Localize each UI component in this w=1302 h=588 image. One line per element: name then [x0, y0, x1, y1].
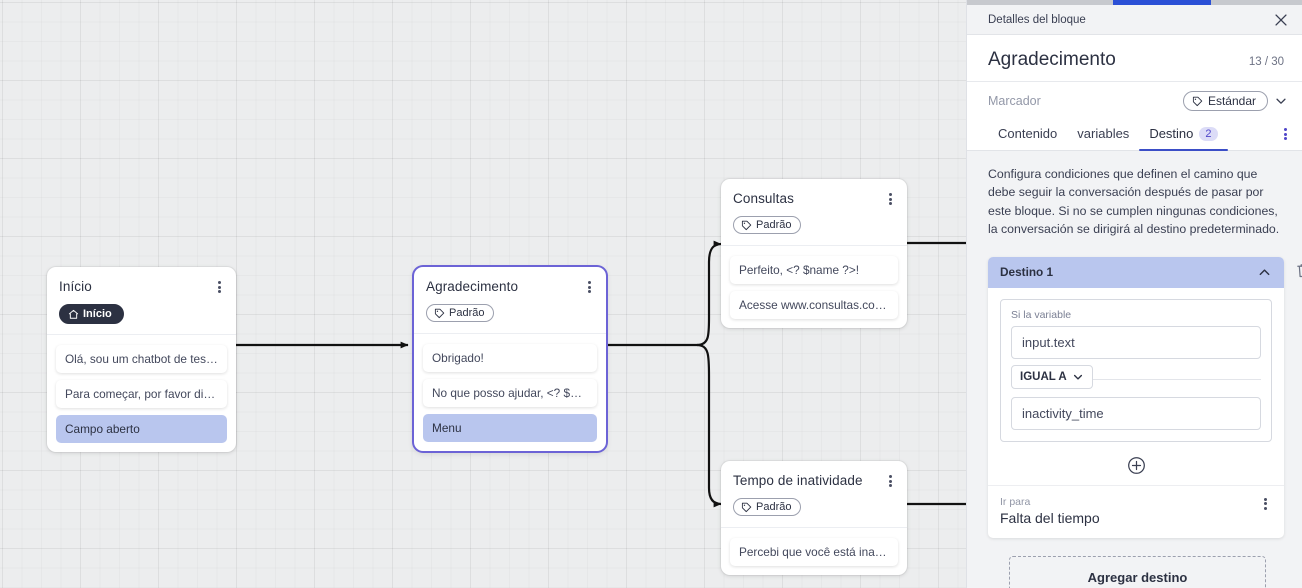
flow-canvas[interactable]: Início Início Olá, sou um chatbot de tes…	[0, 0, 966, 588]
node-header: Início Início	[47, 267, 236, 325]
node-menu-icon[interactable]	[883, 473, 897, 489]
node-row[interactable]: Olá, sou um chatbot de teste!	[56, 344, 227, 373]
node-header: Agradecimento Padrão	[414, 267, 606, 324]
flow-node-consultas[interactable]: Consultas Padrão Perfeito, <? $name ?>! …	[721, 179, 907, 328]
tab-contenido[interactable]: Contenido	[988, 120, 1067, 150]
add-condition-row	[988, 448, 1284, 485]
node-divider	[414, 332, 606, 334]
node-rows: Percebi que você está inativo. C...	[721, 537, 907, 566]
flow-node-tempo-de-inatividade[interactable]: Tempo de inatividade Padrão Percebi que …	[721, 461, 907, 575]
node-badge[interactable]: Padrão	[733, 216, 802, 234]
character-counter: 13 / 30	[1248, 56, 1284, 68]
panel-body-header: Agradecimento 13 / 30 Marcador Estándar	[967, 35, 1302, 151]
flow-node-agradecimento[interactable]: Agradecimento Padrão Obrigado! No que po…	[414, 267, 606, 451]
condition-label: Si la variable	[1011, 308, 1072, 321]
block-details-panel: Detalles del bloque Agradecimento 13 / 3…	[966, 0, 1302, 588]
node-row[interactable]: Campo aberto	[56, 414, 227, 443]
operator-select[interactable]: IGUAL A	[1011, 364, 1093, 389]
node-badge[interactable]: Início	[59, 304, 124, 324]
node-row[interactable]: Acesse www.consultas.com par...	[730, 290, 898, 319]
node-title: Tempo de inatividade	[733, 473, 863, 488]
node-divider	[721, 244, 907, 246]
flow-connectors	[236, 240, 966, 508]
tab-destino[interactable]: Destino 2	[1139, 120, 1228, 151]
goto-section: Ir para Falta del tiempo	[988, 484, 1284, 538]
compare-value-input[interactable]: inactivity_time	[1011, 396, 1261, 430]
operator-row: IGUAL A	[1011, 364, 1261, 393]
goto-menu-icon[interactable]	[1258, 496, 1272, 512]
chevron-up-icon[interactable]	[1257, 265, 1272, 280]
node-row[interactable]: Percebi que você está inativo. C...	[730, 537, 898, 566]
tab-label: variables	[1077, 126, 1130, 141]
progress-bar-fill	[1113, 0, 1211, 5]
node-divider	[721, 526, 907, 528]
tab-label: Contenido	[998, 126, 1058, 141]
chevron-down-icon	[1073, 374, 1082, 380]
condition-box: Si la variable input.text IGUAL A in	[1000, 298, 1272, 442]
node-badge-label: Padrão	[449, 307, 485, 319]
panel-title: Detalles del bloque	[988, 13, 1086, 26]
tab-label: Destino	[1149, 126, 1194, 141]
tag-icon	[1192, 96, 1203, 106]
destination-card-1: Destino 1 Si la variable input.text	[988, 256, 1302, 538]
goto-label: Ir para	[1000, 495, 1031, 508]
node-badge-label: Padrão	[756, 219, 792, 231]
panel-titlebar: Detalles del bloque	[967, 5, 1302, 35]
node-row[interactable]: Para começar, por favor digite o ...	[56, 379, 227, 408]
operator-divider	[1011, 378, 1261, 380]
node-header: Consultas Padrão	[721, 179, 907, 236]
panel-tabs: Contenido variables Destino 2	[967, 120, 1302, 151]
node-menu-icon[interactable]	[582, 279, 596, 295]
node-menu-icon[interactable]	[212, 279, 226, 295]
node-badge[interactable]: Padrão	[733, 498, 802, 516]
node-badge[interactable]: Padrão	[426, 304, 495, 322]
node-menu-icon[interactable]	[883, 191, 897, 207]
node-rows: Olá, sou um chatbot de teste! Para começ…	[47, 344, 236, 443]
block-title-row: Agradecimento 13 / 30	[967, 35, 1302, 82]
node-badge-label: Início	[83, 308, 112, 320]
variable-input[interactable]: input.text	[1011, 325, 1261, 359]
node-row[interactable]: Perfeito, <? $name ?>!	[730, 255, 898, 284]
node-title: Consultas	[733, 191, 794, 206]
node-row[interactable]: Menu	[423, 413, 597, 442]
goto-text: Ir para Falta del tiempo	[1000, 496, 1258, 526]
destination-name: Destino 1	[1000, 265, 1054, 280]
close-icon[interactable]	[1272, 11, 1290, 29]
tab-badge-count: 2	[1199, 126, 1218, 141]
home-icon	[68, 309, 79, 319]
chevron-down-icon[interactable]	[1274, 94, 1288, 108]
node-row[interactable]: Obrigado!	[423, 343, 597, 372]
node-header: Tempo de inatividade Padrão	[721, 461, 907, 518]
condition-wrapper: Si la variable input.text IGUAL A in	[988, 288, 1284, 448]
operator-label: IGUAL A	[1020, 370, 1067, 383]
block-title: Agradecimento	[988, 49, 1116, 70]
flow-node-inicio[interactable]: Início Início Olá, sou um chatbot de tes…	[47, 267, 236, 452]
marker-row: Marcador Estándar	[967, 82, 1302, 120]
node-divider	[47, 333, 236, 335]
tab-variables[interactable]: variables	[1067, 120, 1139, 150]
destination-description: Configura condiciones que definen el cam…	[988, 167, 1280, 237]
trash-icon[interactable]	[1295, 262, 1302, 279]
node-rows: Perfeito, <? $name ?>! Acesse www.consul…	[721, 255, 907, 319]
node-title: Agradecimento	[426, 279, 519, 294]
node-row[interactable]: No que posso ajudar, <? $name ...	[423, 378, 597, 407]
add-destination-button[interactable]: Agregar destino	[1009, 555, 1266, 588]
marker-label: Marcador	[988, 94, 1041, 108]
tag-icon	[434, 308, 445, 318]
tabs-overflow-menu[interactable]	[1278, 126, 1292, 150]
node-title: Início	[59, 279, 92, 294]
node-badge-label: Padrão	[756, 501, 792, 513]
marker-value-pill[interactable]: Estándar	[1182, 91, 1268, 111]
plus-circle-icon[interactable]	[1127, 456, 1146, 475]
destination-header[interactable]: Destino 1	[988, 256, 1284, 288]
marker-value: Estándar	[1207, 94, 1256, 108]
progress-bar-track	[967, 0, 1302, 5]
panel-content: Configura condiciones que definen el cam…	[967, 151, 1302, 588]
goto-value[interactable]: Falta del tiempo	[1000, 509, 1100, 526]
tag-icon	[741, 220, 752, 230]
node-rows: Obrigado! No que posso ajudar, <? $name …	[414, 343, 606, 442]
tag-icon	[741, 502, 752, 512]
